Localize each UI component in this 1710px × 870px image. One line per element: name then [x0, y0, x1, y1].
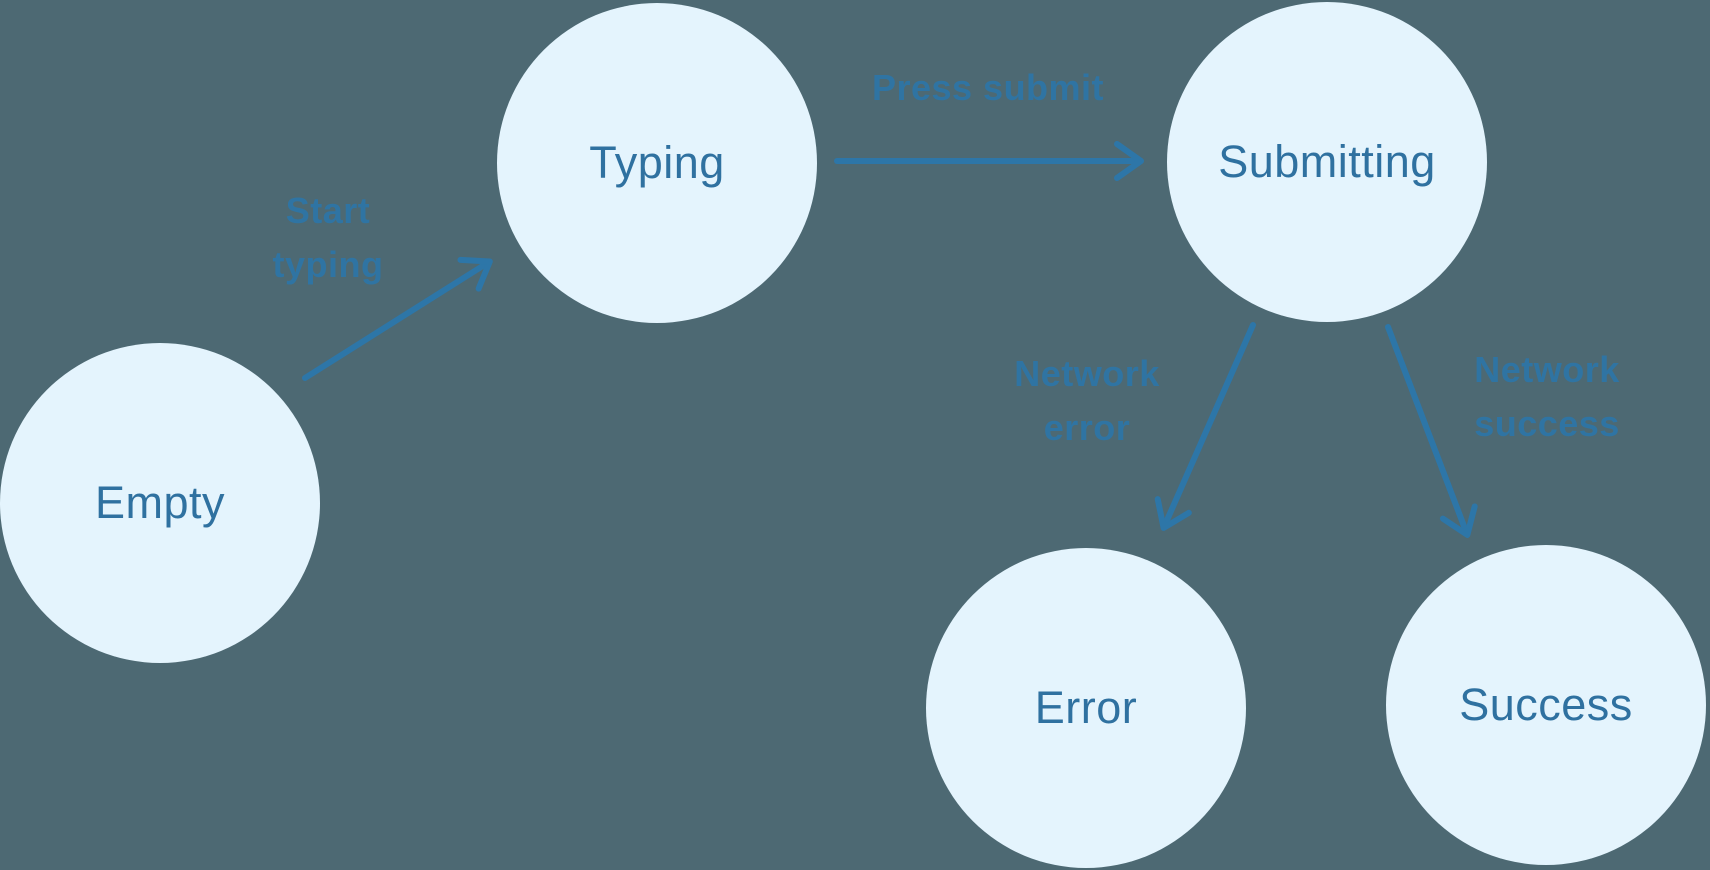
state-node-typing: Typing [497, 3, 817, 323]
edge-label-network-error: Network error [1014, 347, 1160, 455]
arrow-submitting-to-error [1154, 322, 1256, 531]
state-label-error: Error [1034, 682, 1138, 733]
arrow-submitting-to-success [1385, 324, 1478, 538]
edge-label-start-typing: Start typing [273, 184, 384, 292]
edge-label-network-success: Network success [1474, 343, 1620, 451]
edge-label-line: Start [285, 190, 371, 231]
arrow-empty-to-typing [302, 256, 493, 381]
state-label-typing: Typing [589, 137, 725, 188]
edge-label-line: success [1474, 403, 1620, 444]
state-node-error: Error [926, 548, 1246, 868]
state-label-empty: Empty [94, 477, 226, 528]
state-node-submitting: Submitting [1167, 2, 1487, 322]
edge-label-line: typing [272, 244, 384, 285]
edge-label-line: Press submit [871, 67, 1105, 108]
edge-label-line: Network [1474, 349, 1620, 390]
edge-label-line: error [1043, 407, 1131, 448]
state-node-empty: Empty [0, 343, 320, 663]
state-label-submitting: Submitting [1218, 136, 1436, 187]
state-node-success: Success [1386, 545, 1706, 865]
edge-label-line: Network [1014, 353, 1160, 394]
state-label-success: Success [1459, 679, 1633, 730]
edge-label-press-submit: Press submit [872, 61, 1104, 115]
